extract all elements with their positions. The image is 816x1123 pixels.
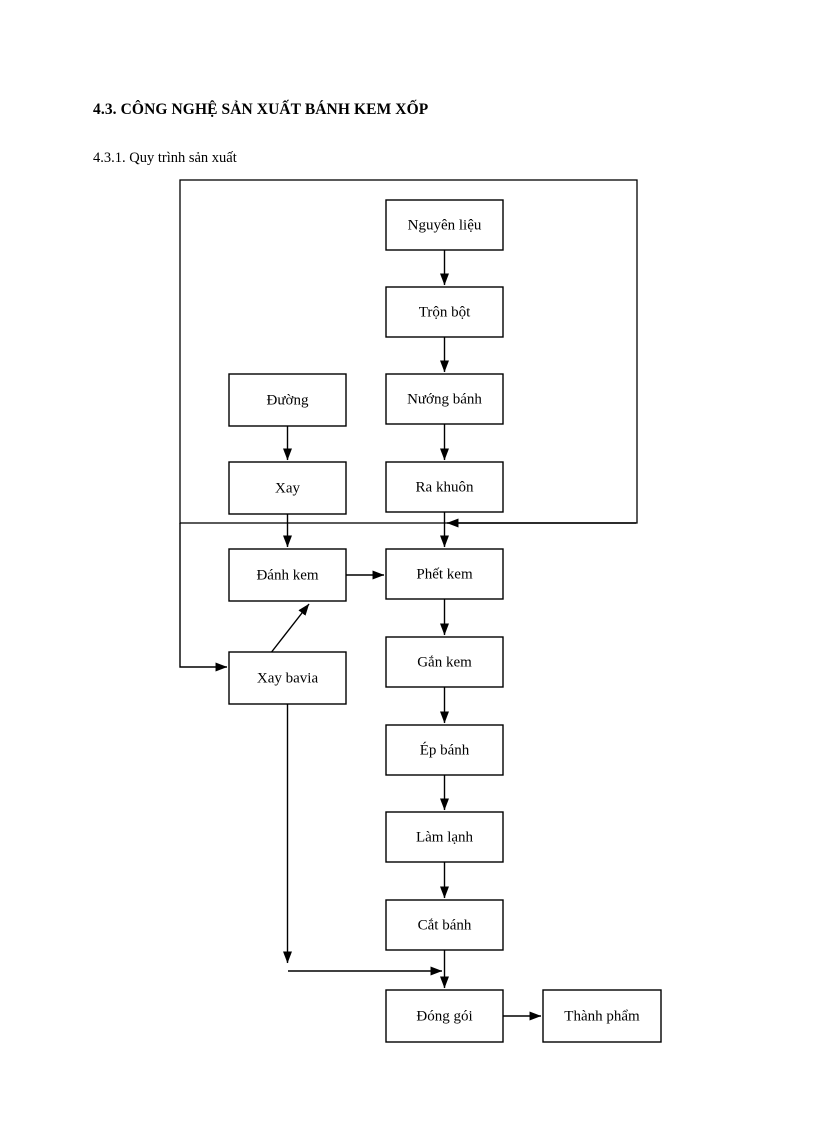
process-group-frame — [179, 179, 638, 524]
node-box-gan-kem — [385, 636, 504, 688]
node-label-dong-goi: Đóng gói — [416, 1008, 472, 1024]
node-box-danh-kem — [228, 548, 347, 602]
node-label-ep-banh: Ép bánh — [420, 741, 470, 758]
node-label-ra-khuon: Ra khuôn — [416, 479, 474, 495]
node-phet-kem[interactable]: Phết kem — [385, 548, 504, 600]
node-duong[interactable]: Đường — [228, 373, 347, 427]
connector-recycle-into-xaybavia — [179, 523, 228, 672]
node-box-ep-banh — [385, 724, 504, 776]
node-box-lam-lanh — [385, 811, 504, 863]
node-label-xay-bavia: Xay bavia — [257, 670, 319, 686]
node-label-tron-bot: Trộn bột — [419, 304, 471, 320]
page-title: 4.3. CÔNG NGHỆ SẢN XUẤT BÁNH KEM XỐP — [93, 101, 429, 118]
node-lam-lanh[interactable]: Làm lạnh — [385, 811, 504, 863]
node-label-nuong-banh: Nướng bánh — [407, 391, 482, 407]
node-box-thanh-pham — [542, 989, 662, 1043]
node-box-nguyen-lieu — [385, 199, 504, 251]
node-tron-bot[interactable]: Trộn bột — [385, 286, 504, 338]
node-box-xay-bavia — [228, 651, 347, 705]
node-box-duong — [228, 373, 347, 427]
node-label-nguyen-lieu: Nguyên liệu — [408, 217, 482, 233]
node-label-danh-kem: Đánh kem — [256, 567, 318, 583]
node-xay-bavia[interactable]: Xay bavia — [228, 651, 347, 705]
node-box-xay — [228, 461, 347, 515]
section-subtitle: 4.3.1. Quy trình sản xuất — [93, 150, 237, 166]
node-thanh-pham[interactable]: Thành phẩm — [542, 989, 662, 1043]
node-label-phet-kem: Phết kem — [416, 566, 473, 582]
node-label-gan-kem: Gắn kem — [417, 654, 472, 670]
node-nuong-banh[interactable]: Nướng bánh — [385, 373, 504, 425]
node-ep-banh[interactable]: Ép bánh — [385, 724, 504, 776]
node-danh-kem[interactable]: Đánh kem — [228, 548, 347, 602]
node-ra-khuon[interactable]: Ra khuôn — [385, 461, 504, 513]
node-box-phet-kem — [385, 548, 504, 600]
node-label-thanh-pham: Thành phẩm — [564, 1008, 640, 1024]
node-nguyen-lieu[interactable]: Nguyên liệu — [385, 199, 504, 251]
node-box-ra-khuon — [385, 461, 504, 513]
node-box-cat-banh — [385, 899, 504, 951]
node-label-duong: Đường — [267, 392, 309, 408]
node-box-dong-goi — [385, 989, 504, 1043]
node-box-nuong-banh — [385, 373, 504, 425]
node-cat-banh[interactable]: Cắt bánh — [385, 899, 504, 951]
node-label-lam-lanh: Làm lạnh — [416, 829, 474, 845]
node-box-tron-bot — [385, 286, 504, 338]
node-label-cat-banh: Cắt bánh — [418, 917, 472, 933]
connector-xaybavia-danhkem-diagonal — [269, 603, 310, 655]
node-dong-goi[interactable]: Đóng gói — [385, 989, 504, 1043]
node-xay[interactable]: Xay — [228, 461, 347, 515]
node-gan-kem[interactable]: Gắn kem — [385, 636, 504, 688]
node-label-xay: Xay — [275, 480, 300, 496]
